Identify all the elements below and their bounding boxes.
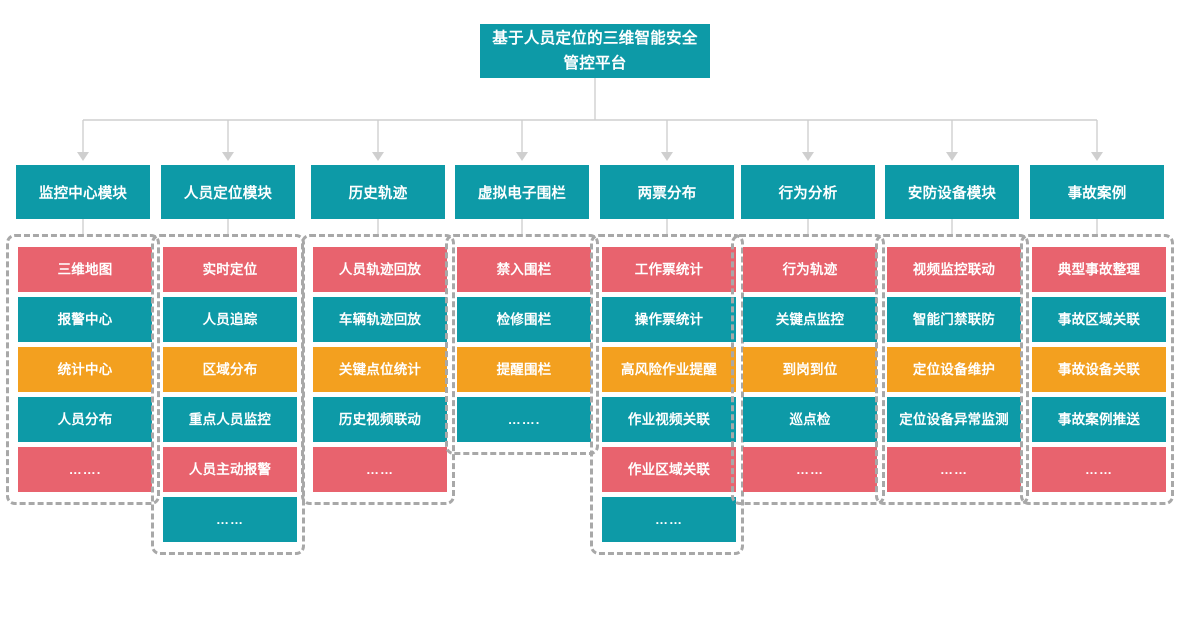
module-item-more[interactable]: …… xyxy=(602,497,736,542)
module-item-more[interactable]: …… xyxy=(163,497,297,542)
module-header-6[interactable]: 行为分析 xyxy=(741,165,875,219)
module-header-1[interactable]: 监控中心模块 xyxy=(16,165,150,219)
module-header-3[interactable]: 历史轨迹 xyxy=(311,165,445,219)
module-item[interactable]: 工作票统计 xyxy=(602,247,736,292)
module-column-4: 虚拟电子围栏 禁入围栏 检修围栏 提醒围栏 ……. xyxy=(445,165,599,455)
module-column-2: 人员定位模块 实时定位 人员追踪 区域分布 重点人员监控 人员主动报警 …… xyxy=(151,165,305,555)
module-item[interactable]: 三维地图 xyxy=(18,247,152,292)
module-item[interactable]: 人员追踪 xyxy=(163,297,297,342)
module-column-8: 事故案例 典型事故整理 事故区域关联 事故设备关联 事故案例推送 …… xyxy=(1020,165,1174,505)
module-item[interactable]: 定位设备异常监测 xyxy=(887,397,1021,442)
module-item[interactable]: 关键点监控 xyxy=(743,297,877,342)
module-item[interactable]: 巡点检 xyxy=(743,397,877,442)
module-item[interactable]: 实时定位 xyxy=(163,247,297,292)
module-group-2: 实时定位 人员追踪 区域分布 重点人员监控 人员主动报警 …… xyxy=(151,234,305,555)
module-item[interactable]: 统计中心 xyxy=(18,347,152,392)
module-item-more[interactable]: ……. xyxy=(18,447,152,492)
module-item[interactable]: 人员轨迹回放 xyxy=(313,247,447,292)
module-item-more[interactable]: …… xyxy=(313,447,447,492)
module-item[interactable]: 定位设备维护 xyxy=(887,347,1021,392)
module-item[interactable]: 事故案例推送 xyxy=(1032,397,1166,442)
module-column-7: 安防设备模块 视频监控联动 智能门禁联防 定位设备维护 定位设备异常监测 …… xyxy=(875,165,1029,505)
module-header-4[interactable]: 虚拟电子围栏 xyxy=(455,165,589,219)
module-item[interactable]: 作业区域关联 xyxy=(602,447,736,492)
module-item[interactable]: 人员分布 xyxy=(18,397,152,442)
module-group-6: 行为轨迹 关键点监控 到岗到位 巡点检 …… xyxy=(731,234,885,505)
module-item[interactable]: 智能门禁联防 xyxy=(887,297,1021,342)
module-group-3: 人员轨迹回放 车辆轨迹回放 关键点位统计 历史视频联动 …… xyxy=(301,234,455,505)
module-item[interactable]: 作业视频关联 xyxy=(602,397,736,442)
module-item-more[interactable]: …… xyxy=(1032,447,1166,492)
module-item[interactable]: 视频监控联动 xyxy=(887,247,1021,292)
module-group-1: 三维地图 报警中心 统计中心 人员分布 ……. xyxy=(6,234,160,505)
module-item[interactable]: 禁入围栏 xyxy=(457,247,591,292)
module-item[interactable]: 关键点位统计 xyxy=(313,347,447,392)
module-item[interactable]: 操作票统计 xyxy=(602,297,736,342)
module-column-3: 历史轨迹 人员轨迹回放 车辆轨迹回放 关键点位统计 历史视频联动 …… xyxy=(301,165,455,505)
module-item[interactable]: 典型事故整理 xyxy=(1032,247,1166,292)
module-item-more[interactable]: …… xyxy=(743,447,877,492)
module-item[interactable]: 历史视频联动 xyxy=(313,397,447,442)
platform-title: 基于人员定位的三维智能安全管控平台 xyxy=(480,24,710,78)
module-item-more[interactable]: …… xyxy=(887,447,1021,492)
module-item[interactable]: 人员主动报警 xyxy=(163,447,297,492)
module-header-5[interactable]: 两票分布 xyxy=(600,165,734,219)
module-header-8[interactable]: 事故案例 xyxy=(1030,165,1164,219)
module-column-1: 监控中心模块 三维地图 报警中心 统计中心 人员分布 ……. xyxy=(6,165,160,505)
module-item[interactable]: 重点人员监控 xyxy=(163,397,297,442)
module-item[interactable]: 到岗到位 xyxy=(743,347,877,392)
module-item[interactable]: 事故区域关联 xyxy=(1032,297,1166,342)
module-item[interactable]: 检修围栏 xyxy=(457,297,591,342)
module-item[interactable]: 高风险作业提醒 xyxy=(602,347,736,392)
module-item[interactable]: 报警中心 xyxy=(18,297,152,342)
module-item[interactable]: 事故设备关联 xyxy=(1032,347,1166,392)
module-item[interactable]: 车辆轨迹回放 xyxy=(313,297,447,342)
arrowhead-icons xyxy=(77,152,1103,161)
module-group-8: 典型事故整理 事故区域关联 事故设备关联 事故案例推送 …… xyxy=(1020,234,1174,505)
module-header-2[interactable]: 人员定位模块 xyxy=(161,165,295,219)
module-item[interactable]: 提醒围栏 xyxy=(457,347,591,392)
module-group-5: 工作票统计 操作票统计 高风险作业提醒 作业视频关联 作业区域关联 …… xyxy=(590,234,744,555)
module-item[interactable]: 区域分布 xyxy=(163,347,297,392)
module-item[interactable]: 行为轨迹 xyxy=(743,247,877,292)
module-group-4: 禁入围栏 检修围栏 提醒围栏 ……. xyxy=(445,234,599,455)
module-header-7[interactable]: 安防设备模块 xyxy=(885,165,1019,219)
module-item-more[interactable]: ……. xyxy=(457,397,591,442)
module-group-7: 视频监控联动 智能门禁联防 定位设备维护 定位设备异常监测 …… xyxy=(875,234,1029,505)
module-column-5: 两票分布 工作票统计 操作票统计 高风险作业提醒 作业视频关联 作业区域关联 …… xyxy=(590,165,744,555)
module-column-6: 行为分析 行为轨迹 关键点监控 到岗到位 巡点检 …… xyxy=(731,165,885,505)
